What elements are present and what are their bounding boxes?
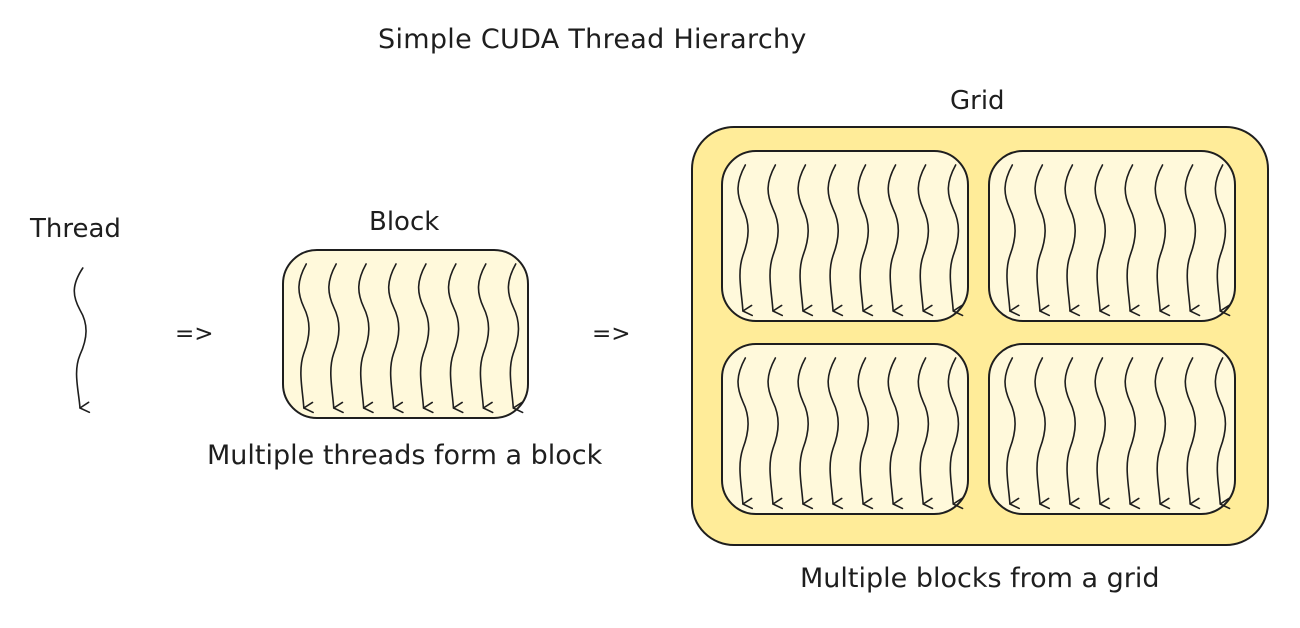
grid-block-3-thread-4: [827, 357, 844, 510]
implies-arrow-block-to-grid: =>: [592, 321, 631, 347]
grid-block-4-thread-8: [1214, 357, 1231, 510]
single-block-thread-7: [477, 263, 494, 414]
grid-block-1-box: [721, 150, 969, 322]
grid-block-2-thread-3: [1064, 164, 1081, 317]
grid-block-4-thread-7: [1184, 357, 1201, 510]
grid-block-4-thread-3: [1064, 357, 1081, 510]
grid-block-1-thread-1: [737, 164, 754, 317]
grid-block-2-thread-8: [1214, 164, 1231, 317]
grid-block-1-thread-8: [947, 164, 964, 317]
grid-block-2-thread-4: [1094, 164, 1111, 317]
implies-arrow-thread-to-block: =>: [175, 321, 214, 347]
single-block-thread-1: [298, 263, 314, 414]
grid-block-2-thread-2: [1034, 164, 1051, 317]
single-block-thread-4: [387, 263, 404, 414]
grid-block-1-thread-6: [887, 164, 904, 317]
grid-block-4-thread-6: [1154, 357, 1171, 510]
grid-block-2-thread-7: [1184, 164, 1201, 317]
single-block-thread-8: [507, 263, 524, 414]
grid-block-1-thread-3: [797, 164, 814, 317]
grid-block-1-thread-5: [857, 164, 874, 317]
single-block-thread-5: [417, 263, 434, 414]
grid-block-3-box: [721, 343, 969, 515]
single-block-thread-3: [358, 263, 374, 414]
grid-block-1-thread-4: [827, 164, 844, 317]
single-block-thread-2: [328, 263, 344, 414]
single-block-box: [282, 249, 529, 419]
single-thread-arrow: [73, 267, 91, 414]
grid-block-3-thread-5: [857, 357, 874, 510]
grid-block-3-thread-7: [917, 357, 934, 510]
grid-block-4-thread-5: [1124, 357, 1141, 510]
grid-block-3-thread-6: [887, 357, 904, 510]
grid-block-4-thread-4: [1094, 357, 1111, 510]
grid-block-2-thread-1: [1004, 164, 1021, 317]
diagram-title: Simple CUDA Thread Hierarchy: [378, 24, 807, 55]
grid-block-3-thread-2: [767, 357, 784, 510]
grid-block-1-thread-2: [767, 164, 784, 317]
grid-block-3-thread-1: [737, 357, 754, 510]
grid-caption: Multiple blocks from a grid: [800, 563, 1160, 594]
grid-block-4-box: [988, 343, 1236, 515]
grid-block-2-box: [988, 150, 1236, 322]
block-label: Block: [369, 207, 440, 237]
thread-label: Thread: [30, 214, 121, 244]
grid-label: Grid: [950, 86, 1005, 116]
grid-block-2-thread-5: [1124, 164, 1141, 317]
grid-block-1-thread-7: [917, 164, 934, 317]
grid-block-4-thread-2: [1034, 357, 1051, 510]
single-block-thread-6: [447, 263, 464, 414]
grid-block-3-thread-8: [947, 357, 964, 510]
grid-block-4-thread-1: [1004, 357, 1021, 510]
block-caption: Multiple threads form a block: [207, 440, 603, 471]
grid-block-2-thread-6: [1154, 164, 1171, 317]
grid-block-3-thread-3: [797, 357, 814, 510]
